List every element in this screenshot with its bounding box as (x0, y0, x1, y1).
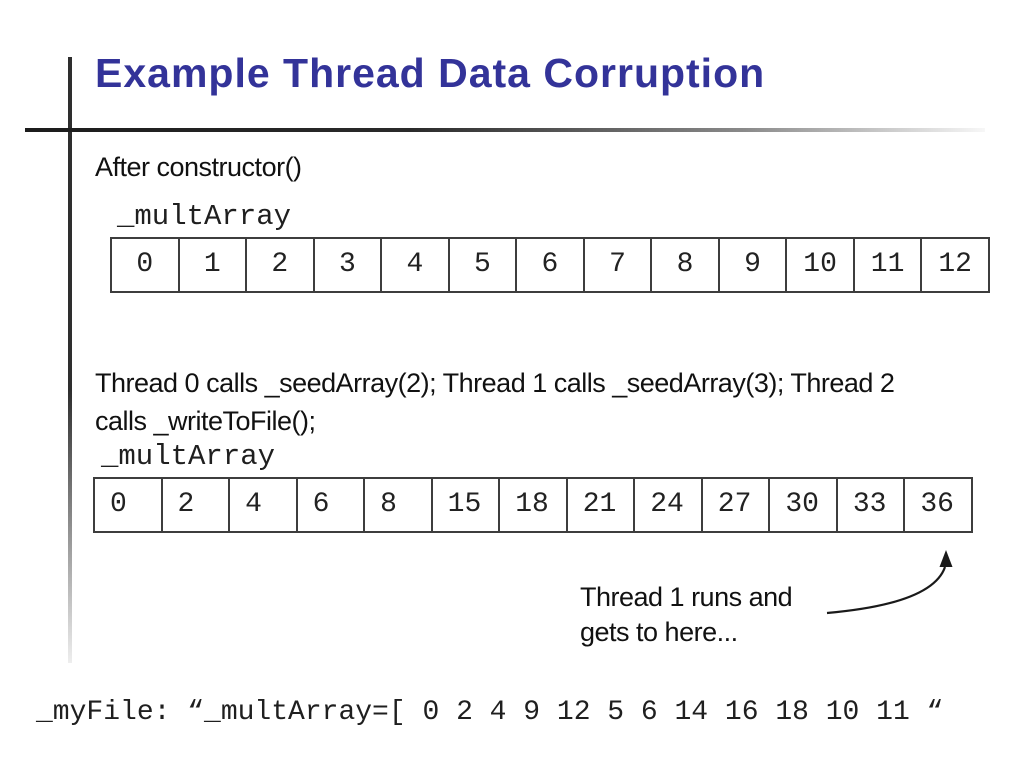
array-cell: 5 (450, 239, 518, 291)
multarray-label-1: _multArray (117, 200, 292, 233)
array-cell: 0 (95, 479, 163, 531)
array-cell: 1 (180, 239, 248, 291)
array-cell: 33 (838, 479, 906, 531)
array-cell: 4 (230, 479, 298, 531)
array-cell: 6 (517, 239, 585, 291)
array-cell: 15 (433, 479, 501, 531)
array-cell: 6 (298, 479, 366, 531)
slide-title: Example Thread Data Corruption (95, 50, 766, 96)
array-cell: 27 (703, 479, 771, 531)
array-cell: 3 (315, 239, 383, 291)
array-cell: 2 (163, 479, 231, 531)
array-cell: 8 (652, 239, 720, 291)
after-constructor-heading: After constructor() (95, 152, 302, 182)
decor-horizontal-rule (25, 128, 985, 132)
array-cell: 30 (770, 479, 838, 531)
array-cell: 18 (500, 479, 568, 531)
myfile-output-line: _myFile: “_multArray=[ 0 2 4 9 12 5 6 14… (36, 697, 944, 728)
array-cell: 9 (720, 239, 788, 291)
curved-arrow-icon (826, 550, 953, 615)
array-cell: 7 (585, 239, 653, 291)
array-cell: 8 (365, 479, 433, 531)
thread-calls-paragraph: Thread 0 calls _seedArray(2); Thread 1 c… (95, 364, 895, 440)
caption-line-1: Thread 1 runs and (580, 582, 793, 612)
array-cell: 21 (568, 479, 636, 531)
array-cell: 24 (635, 479, 703, 531)
array-cell: 0 (112, 239, 180, 291)
array-cell: 36 (920, 489, 954, 520)
array-cell: 2 (247, 239, 315, 291)
thread-calls-line-2: calls _writeToFile(); (95, 406, 316, 436)
decor-vertical-line (68, 57, 72, 663)
array-cell: 10 (787, 239, 855, 291)
thread-calls-line-1: Thread 0 calls _seedArray(2); Thread 1 c… (95, 368, 895, 398)
thread1-runs-caption: Thread 1 runs and gets to here... (580, 580, 793, 650)
caption-line-2: gets to here... (580, 617, 738, 647)
multarray-label-2: _multArray (101, 440, 276, 473)
array-cell: 11 (855, 239, 923, 291)
array-cell: 12 (938, 249, 972, 280)
array-cell: 4 (382, 239, 450, 291)
